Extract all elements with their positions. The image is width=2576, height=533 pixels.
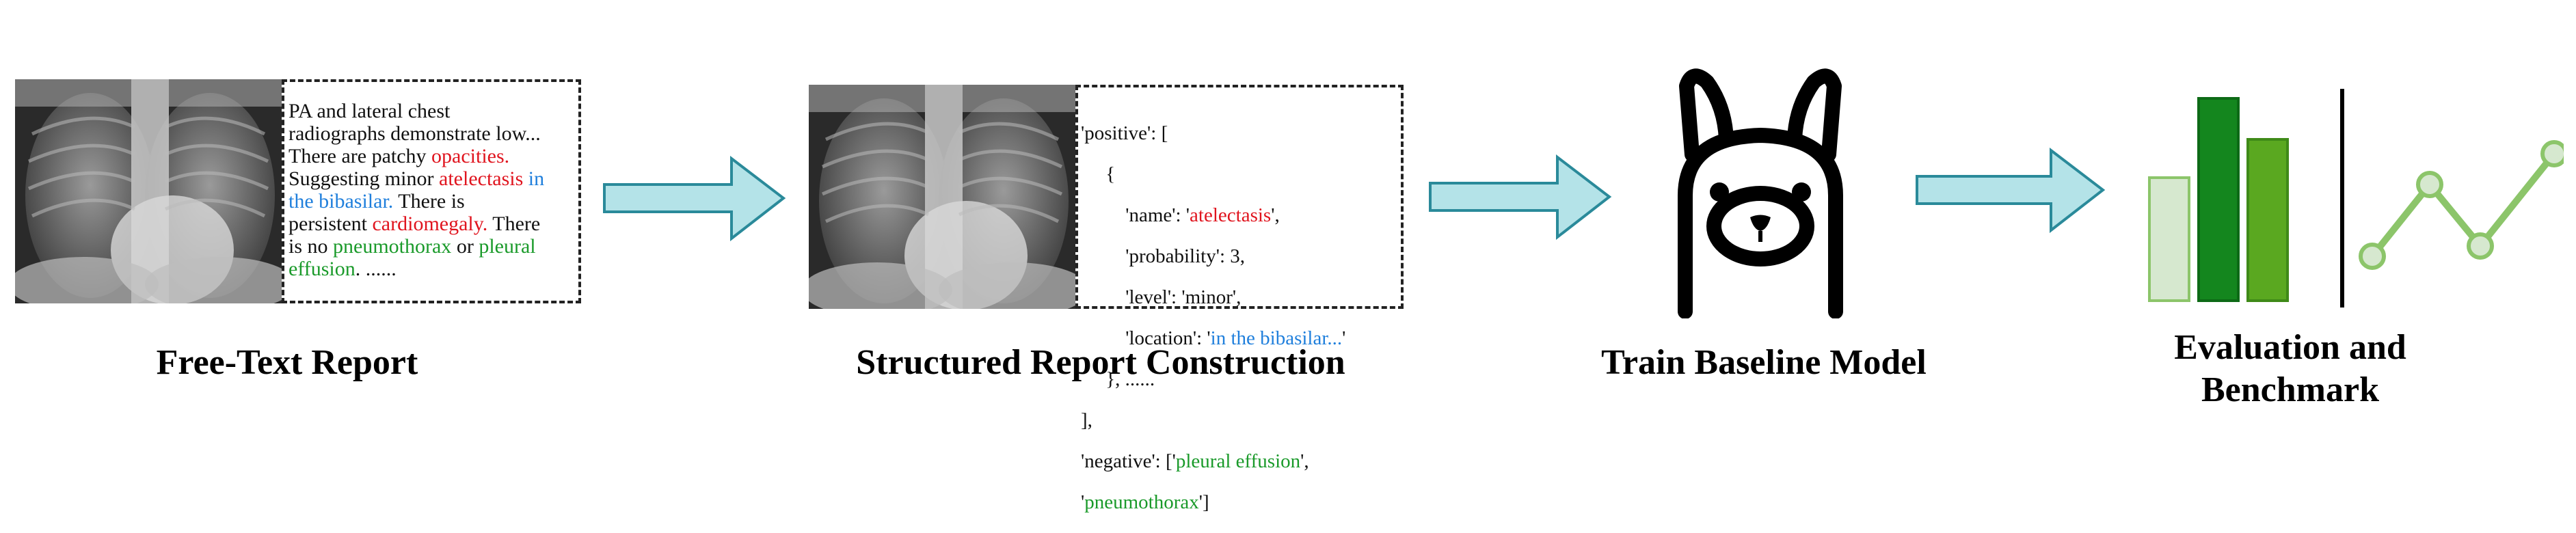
caption-evaluation-benchmark: Evaluation and Benchmark: [2133, 327, 2447, 411]
trend-line: [2370, 151, 2557, 259]
evaluation-chart-icon: [2148, 89, 2564, 308]
negative-effusion: effusion: [289, 258, 355, 280]
caption-line: Evaluation and: [2174, 328, 2406, 367]
report-text: There are patchy: [289, 145, 432, 167]
trend-point: [2359, 243, 2386, 270]
json-line: ',: [1271, 204, 1280, 226]
json-line: 'location': ': [1081, 327, 1211, 349]
report-text: PA and lateral chest: [289, 100, 451, 122]
json-location: in the bibasilar...: [1210, 327, 1343, 349]
report-text: There is: [393, 190, 465, 213]
json-negative: pleural effusion: [1175, 450, 1301, 472]
json-line: 'probability': 3,: [1081, 245, 1246, 267]
chest-xray-image-2: [809, 85, 1075, 309]
bar-light: [2148, 176, 2190, 302]
finding-opacities: opacities.: [431, 145, 510, 167]
json-line: 'negative': [': [1081, 450, 1176, 472]
trend-point: [2467, 232, 2494, 260]
json-line: ],: [1081, 409, 1092, 431]
report-text: Suggesting minor: [289, 167, 440, 190]
json-line: }, ......: [1081, 368, 1155, 390]
json-negative: pneumothorax: [1084, 491, 1199, 513]
caption-train-baseline: Train Baseline Model: [1601, 343, 1927, 382]
bar-dark: [2197, 97, 2240, 302]
caption-line: Benchmark: [2201, 370, 2379, 409]
finding-cardiomegaly: cardiomegaly.: [372, 213, 488, 235]
bar-mid: [2246, 138, 2289, 302]
report-text: . ......: [355, 258, 397, 280]
negative-pneumothorax: pneumothorax: [333, 235, 452, 258]
structured-report-box: 'positive': [ { 'name': 'atelectasis', '…: [1075, 85, 1404, 512]
free-text-report-box: PA and lateral chest radiographs demonst…: [282, 79, 581, 303]
report-text: is no: [289, 235, 334, 258]
report-text: persistent: [289, 213, 373, 235]
finding-atelectasis: atelectasis: [439, 167, 524, 190]
json-line: ': [1342, 327, 1346, 349]
right-arrow-icon: [603, 156, 786, 241]
report-text: or: [451, 235, 479, 258]
right-arrow-icon: [1429, 154, 1612, 240]
chest-xray-image-1: [15, 79, 282, 303]
caption-free-text-report: Free-Text Report: [156, 343, 418, 382]
json-line: 'positive': [: [1081, 122, 1168, 144]
caption-structured-report: Structured Report Construction: [856, 343, 1345, 382]
negative-pleural: pleural: [479, 235, 536, 258]
trend-point: [2416, 171, 2443, 198]
json-line: 'name': ': [1081, 204, 1190, 226]
json-finding-name: atelectasis: [1190, 204, 1272, 226]
json-line: ',: [1300, 450, 1309, 472]
report-text: in: [523, 167, 545, 190]
llama-model-icon: [1678, 68, 1843, 318]
right-arrow-icon: [1916, 148, 2106, 233]
json-line: ']: [1198, 491, 1209, 513]
json-line: {: [1081, 163, 1116, 185]
report-text: radiographs demonstrate low...: [289, 122, 541, 145]
report-text: There: [487, 213, 541, 235]
location-bibasilar: the bibasilar.: [289, 190, 394, 213]
json-line: 'level': 'minor',: [1081, 286, 1242, 308]
trend-point: [2540, 140, 2564, 167]
